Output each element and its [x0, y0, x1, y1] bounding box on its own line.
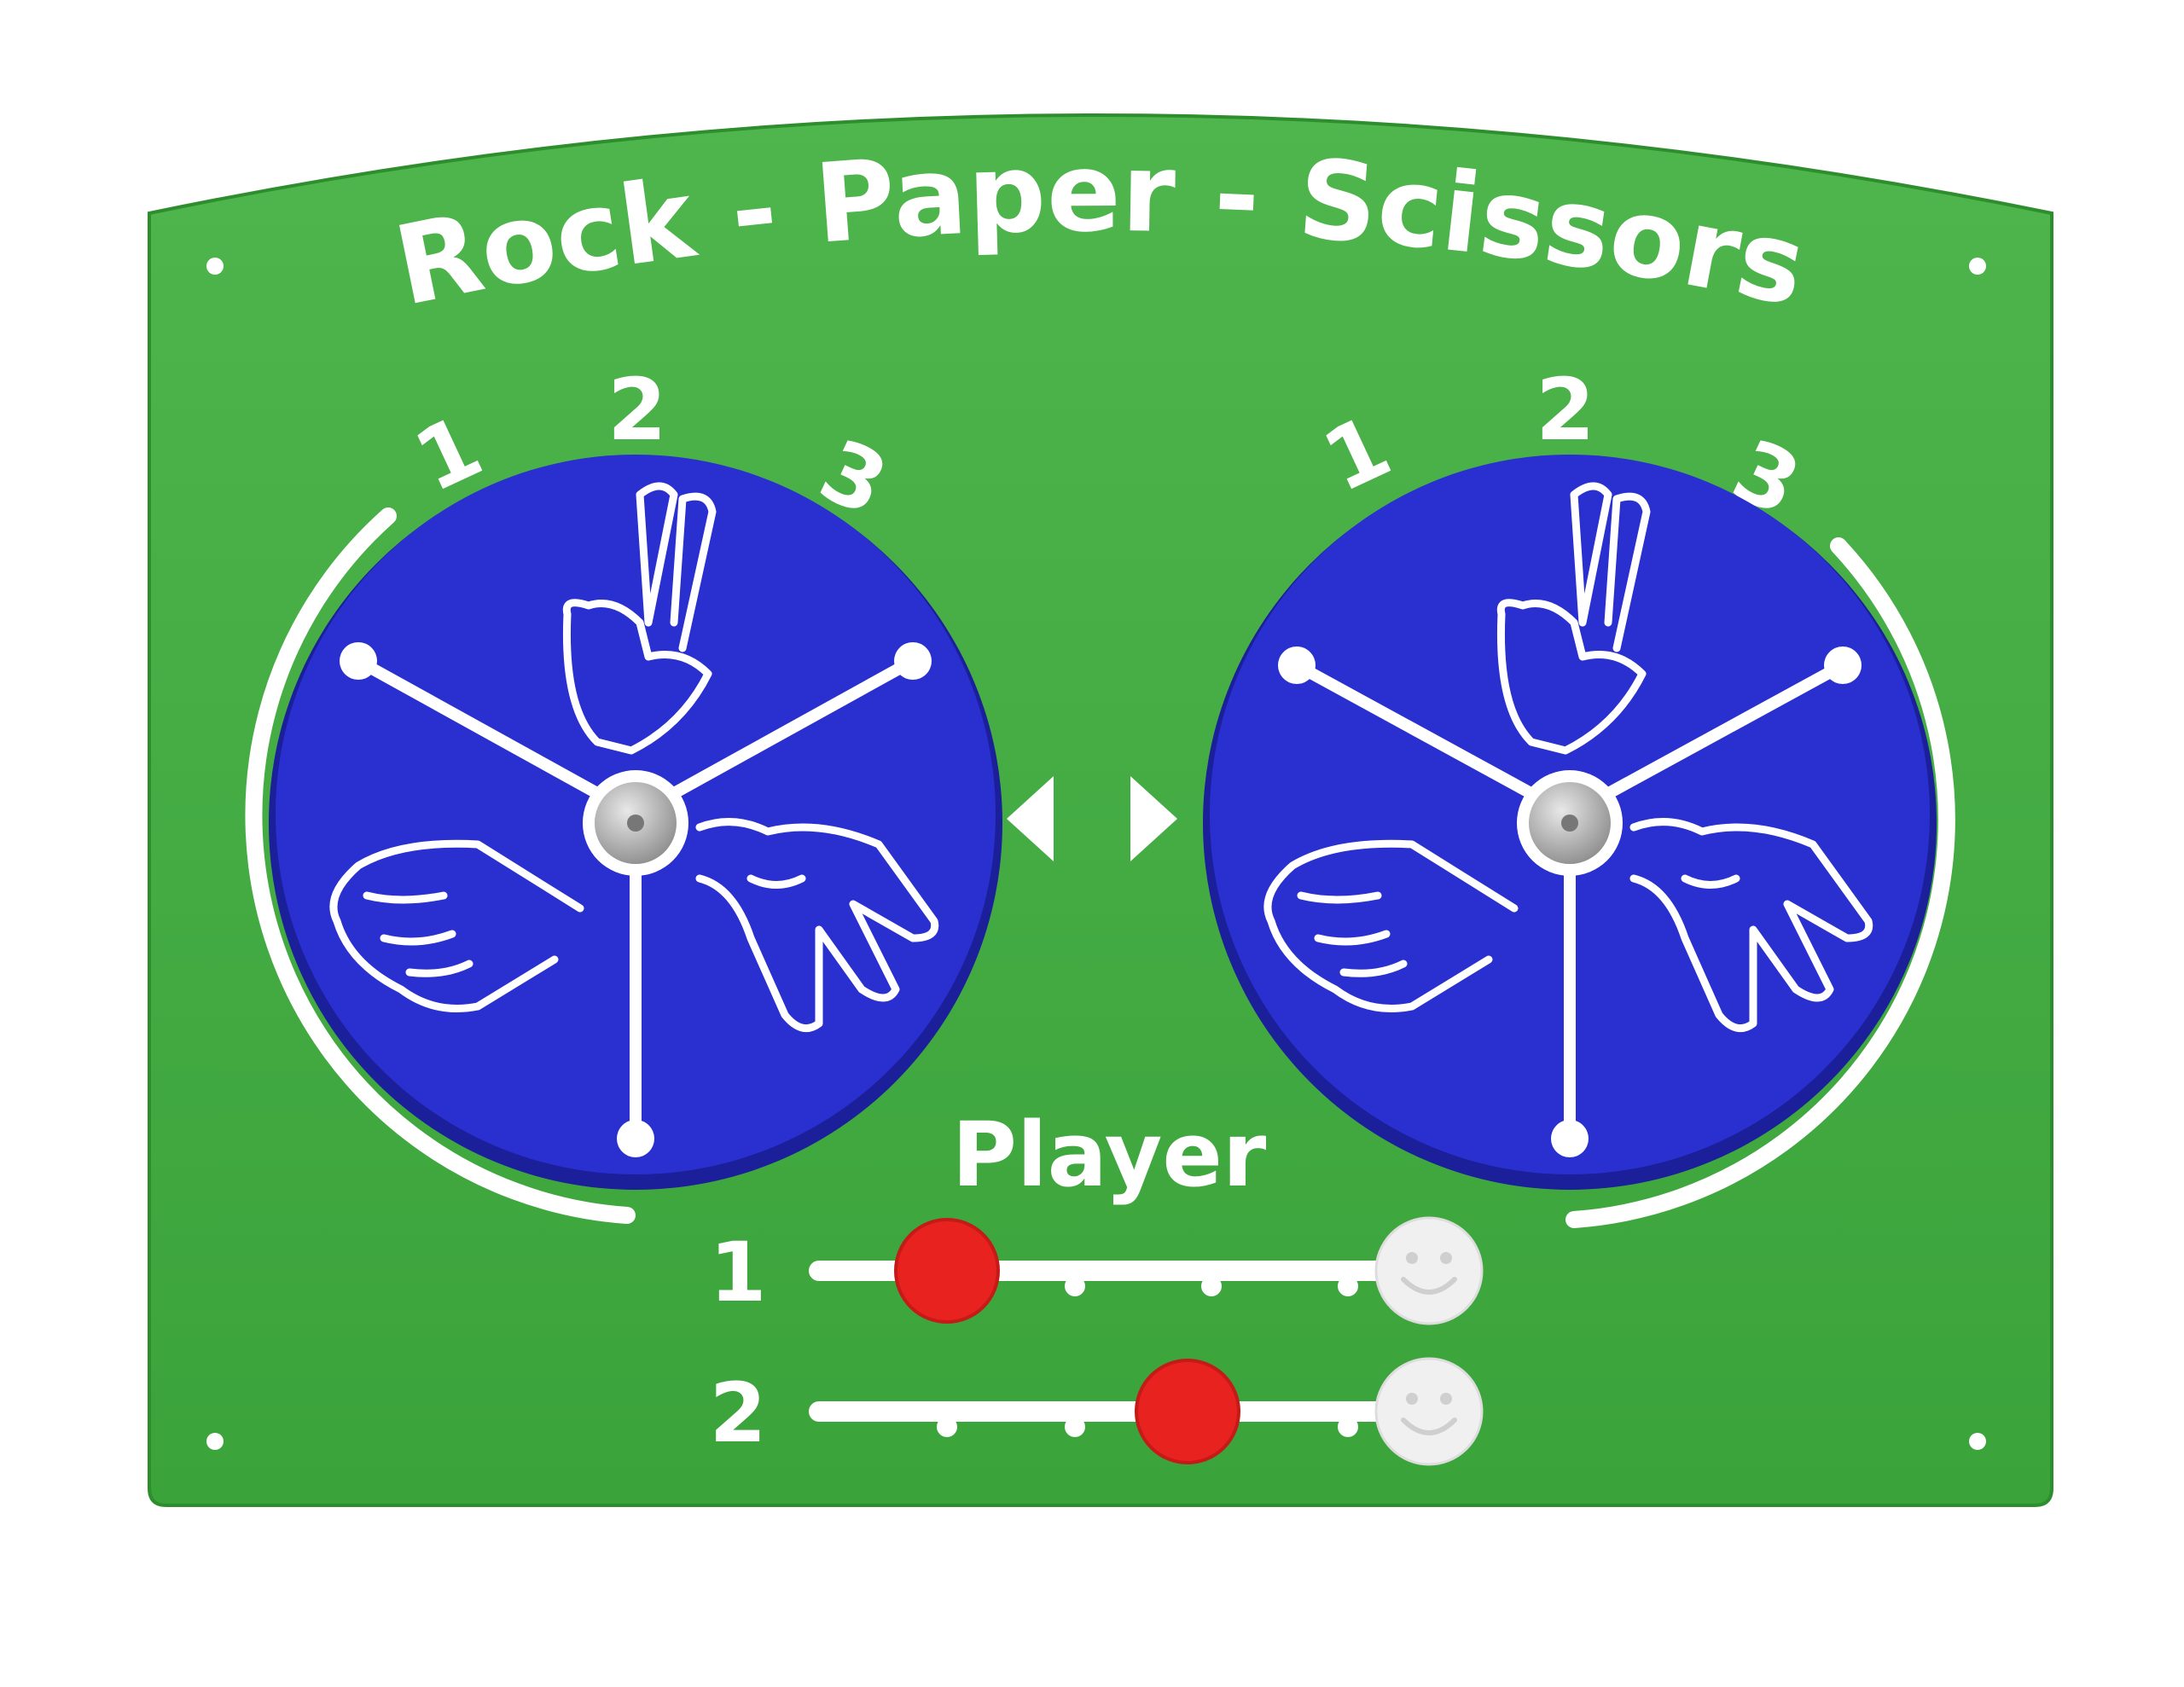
- wheel-number-2: 2: [607, 360, 667, 460]
- scissors-hand-icon: [562, 482, 717, 755]
- spoke-dot: [1278, 646, 1316, 684]
- smiley-icon: [1374, 1357, 1484, 1466]
- wheel-right[interactable]: 1 2 3: [1203, 360, 1955, 1228]
- hub-screw: [627, 815, 644, 832]
- wheel-left[interactable]: 1 2 3: [245, 360, 1002, 1224]
- wheel-number-2: 2: [1536, 360, 1595, 460]
- spoke-dot: [340, 642, 377, 680]
- track-notch: [937, 1417, 957, 1437]
- score-track-player-2: 2: [710, 1357, 1484, 1466]
- score-track-player-1: 1: [710, 1216, 1484, 1325]
- spoke-dot: [894, 642, 932, 680]
- track-notch: [1065, 1417, 1085, 1437]
- spoke-dot: [1551, 1120, 1589, 1157]
- track-notch: [1338, 1417, 1358, 1437]
- spoke-dot: [1824, 646, 1862, 684]
- track-notch: [1201, 1276, 1222, 1296]
- wheel-track-arc: [245, 507, 636, 1224]
- track-label: 1: [710, 1225, 767, 1320]
- screw-hole: [206, 258, 224, 275]
- arrow-left-icon: [1007, 776, 1054, 861]
- rock-fist-icon: [1263, 839, 1519, 1012]
- track-label: 2: [710, 1365, 767, 1461]
- wheel-track-arc: [1565, 537, 1955, 1228]
- screw-hole: [1969, 1433, 1986, 1450]
- screw-hole: [206, 1433, 224, 1450]
- player-label: Player: [952, 1103, 1266, 1207]
- score-marker[interactable]: [1135, 1359, 1240, 1464]
- arrow-right-icon: [1130, 776, 1177, 861]
- spoke-dot: [617, 1120, 654, 1157]
- track-notch: [1065, 1276, 1085, 1296]
- screw-hole: [1969, 258, 1986, 275]
- paper-hand-icon: [695, 818, 939, 1033]
- track-notch: [1338, 1276, 1358, 1296]
- paper-hand-icon: [1629, 818, 1873, 1033]
- rock-fist-icon: [329, 839, 584, 1012]
- smiley-icon: [1374, 1216, 1484, 1325]
- scissors-hand-icon: [1496, 482, 1651, 755]
- score-marker[interactable]: [894, 1218, 1000, 1324]
- hub-screw: [1561, 815, 1578, 832]
